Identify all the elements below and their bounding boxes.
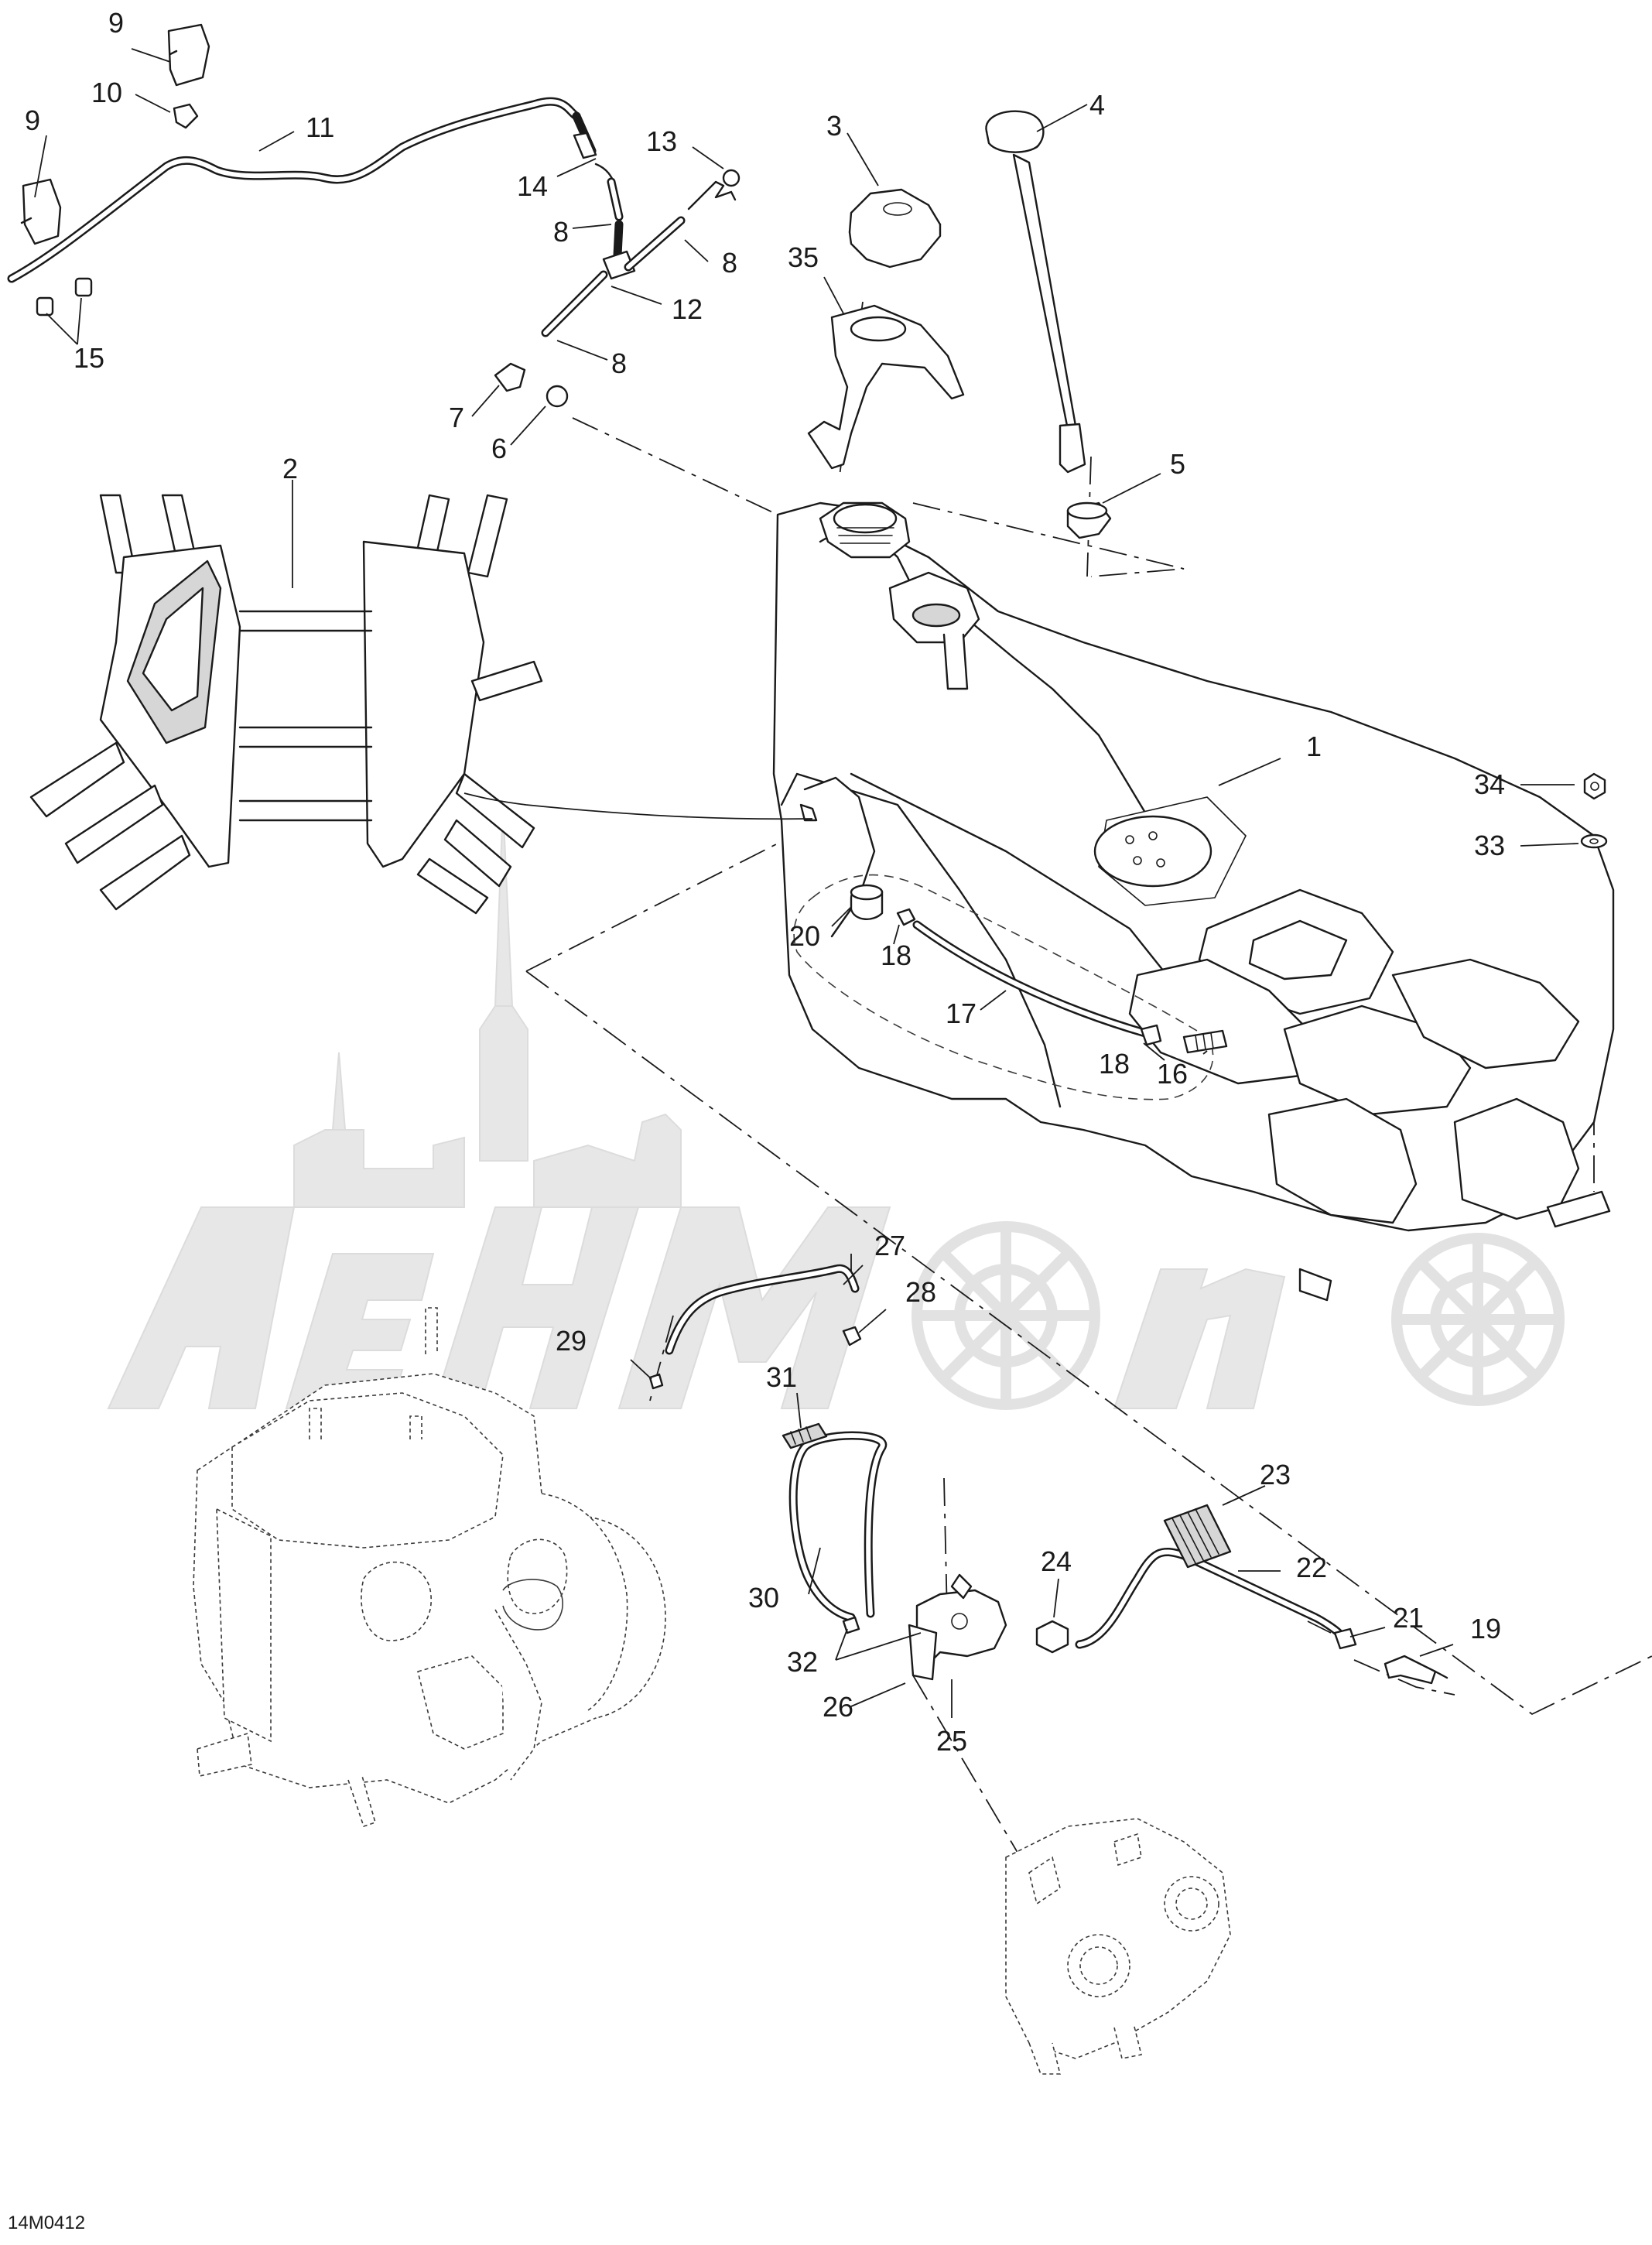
leader-lines: [34, 48, 1579, 1718]
callout-28: 28: [905, 1276, 936, 1308]
callout-8-b: 8: [722, 247, 737, 279]
callout-22: 22: [1296, 1552, 1327, 1583]
breather-hose-assembly: [7, 23, 740, 408]
callout-33: 33: [1474, 830, 1505, 861]
callout-3: 3: [826, 110, 842, 142]
callout-7: 7: [449, 402, 464, 433]
tank-strap-assembly: [29, 494, 543, 915]
nut-and-washer: [1580, 772, 1608, 849]
callout-34: 34: [1474, 768, 1505, 800]
callout-29: 29: [556, 1325, 587, 1357]
detail-loop: [793, 874, 1214, 1100]
callout-10: 10: [91, 77, 122, 108]
callout-23: 23: [1260, 1459, 1291, 1490]
callout-21: 21: [1393, 1602, 1424, 1634]
callout-4: 4: [1089, 89, 1105, 121]
callout-35: 35: [788, 241, 819, 273]
callout-16: 16: [1157, 1058, 1188, 1090]
callout-24: 24: [1041, 1545, 1072, 1577]
fuel-pickup-assembly: [850, 884, 1228, 1054]
callout-17: 17: [946, 998, 976, 1029]
callout-9-left: 9: [25, 104, 40, 136]
callout-12: 12: [672, 293, 703, 325]
callout-31: 31: [766, 1361, 797, 1393]
carburetor-ghost: [1005, 1818, 1231, 2075]
watermark-logo: [107, 804, 1565, 1410]
callout-32: 32: [787, 1646, 818, 1678]
callout-1: 1: [1306, 731, 1322, 762]
callout-20: 20: [789, 920, 820, 952]
callout-6: 6: [491, 433, 507, 464]
callout-30: 30: [748, 1582, 779, 1614]
callout-19: 19: [1470, 1613, 1501, 1644]
figure-code: 14M0412: [8, 2212, 85, 2233]
callout-15: 15: [74, 342, 104, 374]
fuel-tank: [463, 501, 1615, 1302]
callout-14: 14: [517, 170, 548, 202]
callout-18-a: 18: [881, 939, 912, 971]
callout-11: 11: [306, 111, 334, 143]
callout-labels: 9 9 10 11 14 13 8 8 12 8 15 7 6 3 35 4 5…: [25, 7, 1505, 1757]
callout-2: 2: [282, 453, 298, 484]
callout-25: 25: [936, 1725, 967, 1757]
callout-18-b: 18: [1099, 1048, 1130, 1080]
callout-13: 13: [646, 125, 677, 157]
cap-and-sender-group: [807, 110, 1112, 539]
callout-27: 27: [874, 1230, 905, 1261]
callout-26: 26: [823, 1691, 853, 1723]
callout-8-c: 8: [611, 347, 627, 379]
fuel-line-assembly: [648, 1264, 1448, 1685]
callout-9-top: 9: [108, 7, 124, 39]
callout-8-a: 8: [553, 216, 569, 248]
engine-ghost: [193, 1307, 666, 1828]
callout-5: 5: [1170, 448, 1185, 480]
